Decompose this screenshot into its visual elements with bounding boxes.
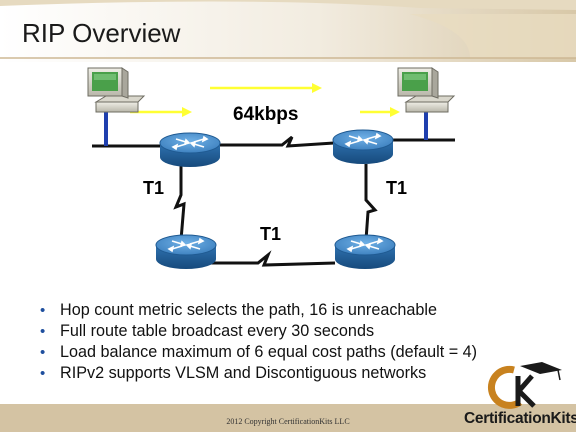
cisco-router-icon (155, 234, 217, 269)
bullet-list: •Hop count metric selects the path, 16 i… (40, 300, 477, 384)
serial-link-top (220, 135, 335, 148)
certificationkits-logo: CertificationKits (462, 362, 576, 432)
desktop-computer-icon (397, 67, 456, 113)
bullet-item: •RIPv2 supports VLSM and Discontiguous n… (40, 364, 427, 382)
bullet-dot-icon: • (40, 365, 46, 382)
bullet-item: •Full route table broadcast every 30 sec… (40, 322, 375, 340)
cisco-router-icon (332, 129, 394, 164)
bullet-item: •Load balance maximum of 6 equal cost pa… (40, 343, 478, 361)
network-diagram (87, 67, 456, 269)
yellow-arrow-icon (210, 83, 322, 93)
copyright-text: 2012 Copyright CertificationKits LLC (226, 417, 350, 426)
link-label-top: 64kbps (233, 104, 299, 125)
bullet-dot-icon: • (40, 302, 46, 319)
title-band (0, 0, 576, 62)
yellow-arrow-icon (360, 107, 400, 117)
desktop-computer-icon (87, 67, 146, 113)
link-label-right: T1 (386, 178, 408, 198)
bullet-dot-icon: • (40, 323, 46, 340)
serial-link-bottom (205, 250, 336, 267)
slide-title: RIP Overview (22, 18, 181, 48)
serial-link-left (173, 164, 186, 241)
link-label-bottom: T1 (260, 224, 282, 244)
bullet-dot-icon: • (40, 344, 46, 361)
footer-band (0, 404, 576, 432)
logo-text: CertificationKits (464, 410, 576, 427)
cisco-router-icon (159, 132, 221, 167)
cisco-router-icon (334, 234, 396, 269)
link-label-left: T1 (143, 178, 165, 198)
logo-mark-icon (488, 362, 562, 409)
serial-link-right (364, 164, 378, 241)
bullet-item: •Hop count metric selects the path, 16 i… (40, 301, 438, 319)
yellow-arrow-icon (130, 107, 192, 117)
